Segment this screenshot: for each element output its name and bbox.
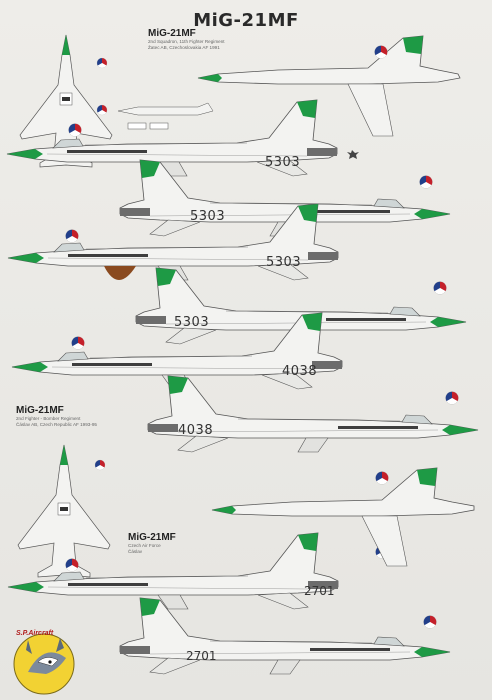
registration-number: 5303 bbox=[174, 315, 209, 330]
caption-base: Čáslav bbox=[128, 549, 143, 554]
aircraft-planform-bottom bbox=[17, 444, 111, 578]
caption-base: Žatec AB, Czechoslovakia AF 1991 bbox=[148, 45, 220, 50]
registration-number: 5303 bbox=[265, 155, 300, 170]
caption-unit: 2nd Fighter - Bomber Regiment bbox=[16, 416, 81, 421]
logo-text: S.P.Aircraft bbox=[16, 630, 54, 637]
registration-number: 4038 bbox=[282, 364, 317, 379]
registration-number: 5303 bbox=[190, 209, 225, 224]
aircraft-side-view-6: 4038 bbox=[148, 376, 478, 452]
caption-heading: MiG-21MF bbox=[16, 405, 64, 416]
detail-sketch bbox=[117, 102, 214, 130]
caption-heading: MiG-21MF bbox=[148, 28, 196, 39]
caption-unit: 2nd Squadron, 11th Fighter Regiment bbox=[148, 39, 225, 44]
registration-number: 2701 bbox=[186, 649, 217, 663]
caption-unit: Czech Air Force bbox=[128, 543, 161, 548]
aircraft-side-view-4: 5303 bbox=[136, 268, 466, 344]
aircraft-side-view-1: 5303 bbox=[6, 99, 359, 177]
caption-base: Čáslav AB, Czech Republic AF 1993-95 bbox=[16, 422, 97, 427]
registration-number: 4038 bbox=[178, 423, 213, 438]
sheet-title: MiG-21MF bbox=[193, 10, 299, 31]
caption-heading: MiG-21MF bbox=[128, 532, 176, 543]
aircraft-side-view-2: 5303 bbox=[120, 160, 450, 236]
registration-number: 5303 bbox=[266, 255, 301, 270]
variant-caption-1: MiG-21MF 2nd Squadron, 11th Fighter Regi… bbox=[148, 28, 225, 51]
aircraft-side-view-5: 4038 bbox=[11, 312, 343, 390]
aircraft-side-view-7: 2701 bbox=[7, 532, 339, 610]
aircraft-side-view-3: 5303 bbox=[7, 203, 339, 281]
variant-caption-2: MiG-21MF 2nd Fighter - Bomber Regiment Č… bbox=[16, 405, 97, 428]
aircraft-side-view-8: 2701 bbox=[120, 598, 450, 674]
manufacturer-logo bbox=[13, 633, 75, 695]
registration-number: 2701 bbox=[304, 584, 335, 598]
aircraft-top-view-right-2 bbox=[211, 467, 475, 567]
variant-caption-3: MiG-21MF Czech Air Force Čáslav bbox=[128, 532, 176, 555]
aircraft-top-view-right bbox=[197, 35, 461, 137]
